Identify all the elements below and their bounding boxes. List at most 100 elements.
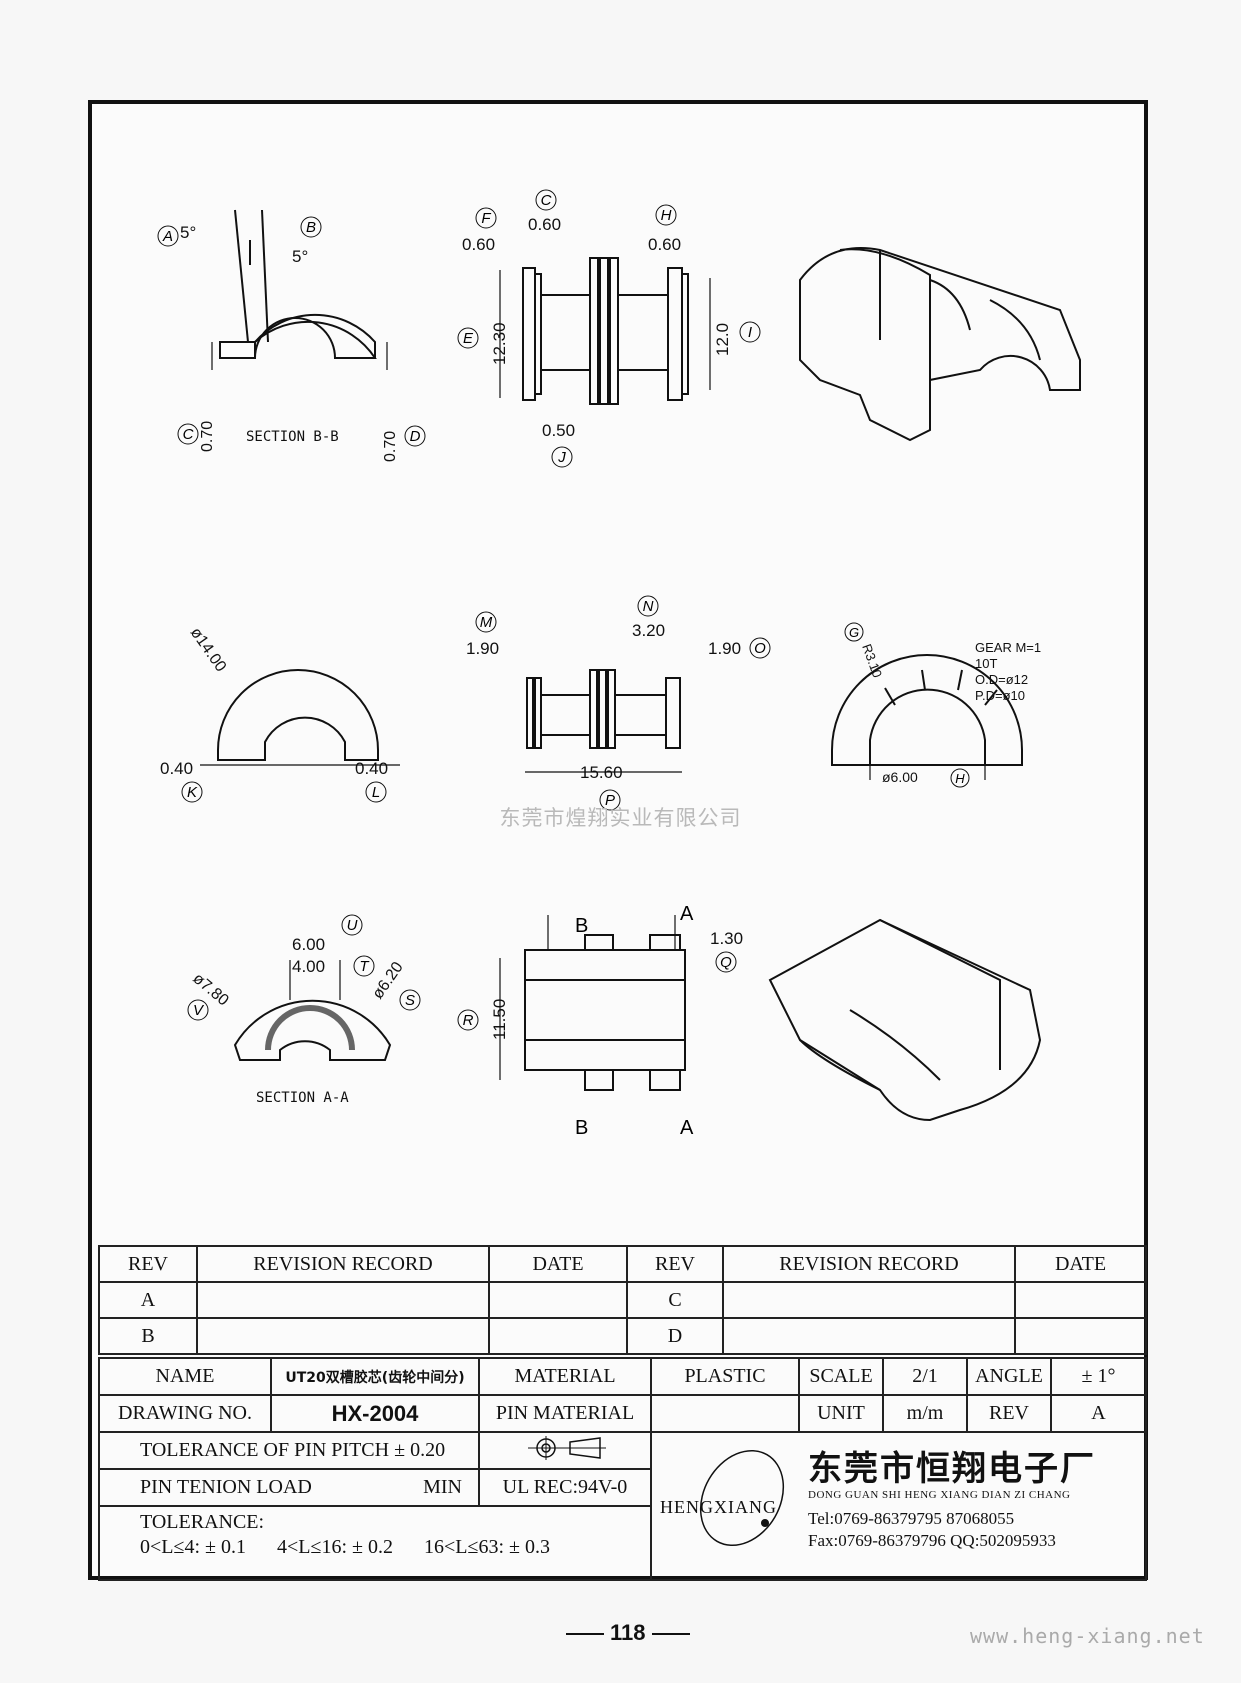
tolerance-range-3: 16<L≤63: ± 0.3 [424,1536,551,1558]
svg-text:C: C [183,426,194,443]
svg-text:Q: Q [720,954,732,971]
svg-text:A: A [162,228,173,245]
ul-rec: UL REC:94V-0 [478,1468,652,1507]
dim-u-label: 6.00 [292,935,325,954]
revision-row: A C [98,1281,1147,1319]
record-cell [196,1317,490,1355]
ref-letter-j: J [551,446,573,468]
dim-t-label: 4.00 [292,957,325,976]
company-tel: Tel:0769-86379795 87068055 [808,1509,1015,1528]
svg-text:D: D [410,428,421,445]
revision-row: B D [98,1317,1147,1355]
svg-text:F: F [481,210,491,227]
gear-detail-view [831,654,1023,780]
rev-cell: D [626,1317,724,1355]
ref-letter-m: M [475,611,497,633]
svg-text:N: N [643,598,654,615]
material-label: MATERIAL [478,1357,652,1396]
top-view-bottom [499,915,686,1091]
gear-t-label: 10T [975,656,997,671]
name-value: UT20双槽胶芯(齿轮中间分) [270,1357,480,1396]
angle-a-label: 5° [180,223,196,242]
date-cell [1014,1281,1147,1319]
svg-text:U: U [347,917,358,934]
ref-letter-i: I [739,321,761,343]
dim-m-label: 1.90 [466,639,499,658]
rev-value: A [1050,1394,1147,1433]
tolerance-range-2: 4<L≤16: ± 0.2 [277,1536,394,1558]
rev-header: REV [98,1245,198,1283]
pin-material-label: PIN MATERIAL [478,1394,652,1433]
dim-j-label: 0.50 [542,421,575,440]
revision-table: REV REVISION RECORD DATE REV REVISION RE… [98,1245,1147,1355]
angle-label: ANGLE [966,1357,1052,1396]
svg-text:O: O [754,640,766,657]
ref-letter-g2: G [844,622,864,642]
ref-letter-a: A [157,225,179,247]
svg-text:T: T [359,958,370,975]
svg-text:H: H [955,771,965,786]
ref-letter-f: F [475,207,497,229]
section-mark-b-top: B [575,915,588,937]
svg-text:J: J [557,449,566,466]
pin-material-value [650,1394,800,1433]
svg-text:E: E [463,330,474,347]
dim-i-label: 12.0 [713,323,732,356]
section-mark-b-bottom: B [575,1117,588,1139]
dim-h-label: 0.60 [648,235,681,254]
ref-letter-u: U [341,914,363,936]
dim-l-label: 0.40 [355,759,388,778]
hengxiang-logo-icon [699,1449,785,1547]
ref-letter-g: C [535,189,557,211]
page-number: 118 [560,1620,696,1646]
projection-symbol [478,1431,652,1470]
scale-label: SCALE [798,1357,884,1396]
record-cell [196,1281,490,1319]
dim-g-label: 0.60 [528,215,561,234]
ref-letter-t: T [353,955,375,977]
ref-letter-r: R [457,1009,479,1031]
record-cell [722,1281,1016,1319]
section-aa-label: SECTION A-A [256,1090,349,1106]
ref-letter-p: P [599,789,621,811]
rev-cell: A [98,1281,198,1319]
revision-record-header: REVISION RECORD [196,1245,490,1283]
ref-letter-k: K [181,781,203,803]
ref-letter-e: E [457,327,479,349]
dim-k-label: 0.40 [160,759,193,778]
scale-value: 2/1 [882,1357,968,1396]
ref-letter-b: B [300,216,322,238]
angle-b-label: 5° [292,247,308,266]
angle-value: ± 1° [1050,1357,1147,1396]
ref-letter-d: D [404,425,426,447]
company-block: HENGXIANG 东莞市恒翔电子厂 DONG GUAN SHI HENG XI… [650,1431,1147,1581]
projection-symbol-icon [528,1435,606,1460]
pin-tenion-load-label: PIN TENION LOAD [140,1476,312,1498]
material-value: PLASTIC [650,1357,800,1396]
section-bb-view [211,209,388,370]
rev-cell: C [626,1281,724,1319]
isometric-view-bottom [768,918,1042,1122]
front-view-top [499,257,711,405]
date-header: DATE [488,1245,628,1283]
brand-name: HENGXIANG [660,1497,777,1517]
date-cell [488,1317,628,1355]
dim-c-label: 0.70 [199,421,216,452]
date-cell [1014,1317,1147,1355]
company-en-name: DONG GUAN SHI HENG XIANG DIAN ZI CHANG [808,1489,1071,1501]
svg-text:P: P [605,792,615,809]
dim-f-label: 0.60 [462,235,495,254]
rev-label: REV [966,1394,1052,1433]
dia-6-label: ø6.00 [882,769,918,785]
section-aa-view [233,960,392,1061]
section-bb-label: SECTION B-B [246,429,339,445]
svg-text:B: B [306,219,316,236]
date-cell [488,1281,628,1319]
watermark-text: 东莞市煌翔实业有限公司 [499,806,742,830]
half-ring-view [200,669,400,766]
min-label: MIN [423,1476,462,1498]
tolerance-block: TOLERANCE: 0<L≤4: ± 0.1 4<L≤16: ± 0.2 16… [98,1505,652,1581]
ref-letter-c: C [177,423,199,445]
svg-text:H: H [661,207,672,224]
